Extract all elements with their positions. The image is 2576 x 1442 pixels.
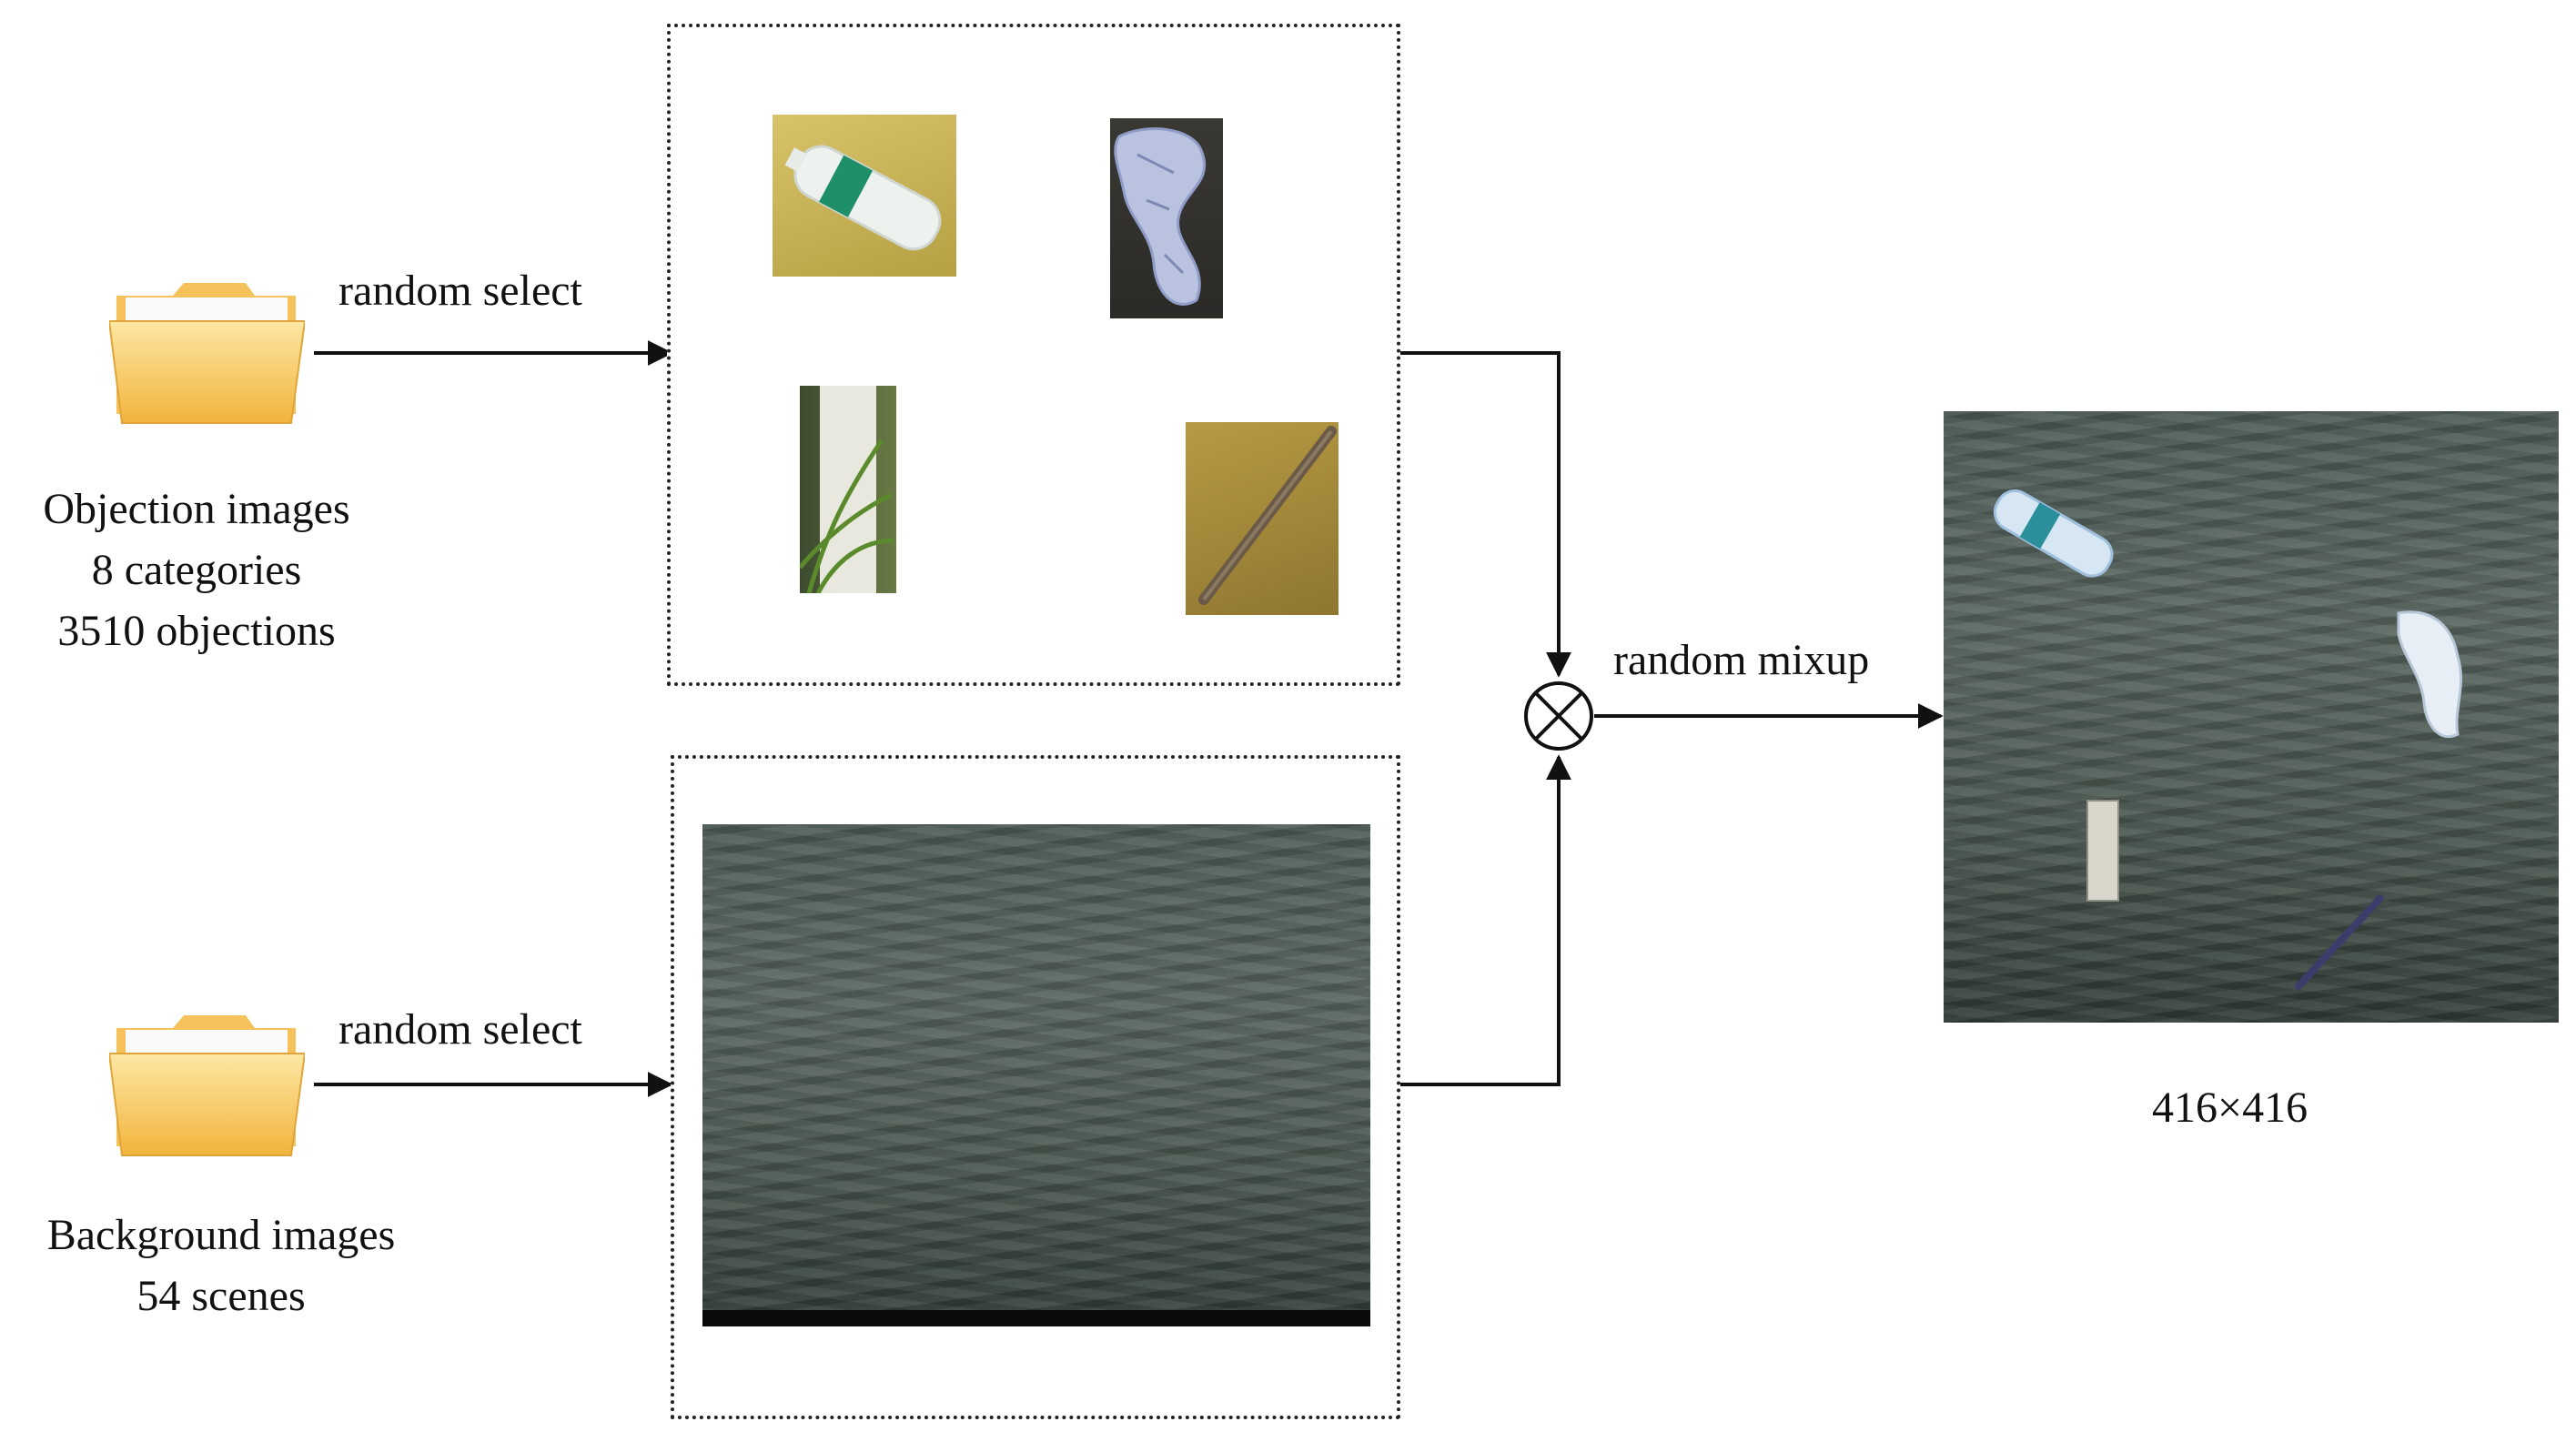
circle-x-operator-icon	[1524, 681, 1593, 751]
background-caption: Background images 54 scenes	[0, 1205, 442, 1326]
objects-caption: Objection images 8 categories 3510 objec…	[0, 479, 393, 661]
objects-caption-line-3: 3510 objections	[57, 607, 336, 655]
background-sample-box	[671, 755, 1400, 1419]
output-bottle-object	[1993, 489, 2114, 578]
background-image-footer-bar	[702, 1310, 1370, 1326]
object-bottle-image	[773, 115, 956, 277]
arrow-background-to-mixup	[1399, 754, 1571, 1086]
objects-sample-box	[667, 24, 1400, 686]
objects-caption-line-1: Objection images	[43, 485, 350, 533]
output-size-label: 416×416	[2152, 1084, 2308, 1132]
objects-caption-line-2: 8 categories	[91, 546, 302, 594]
object-bag-image	[1110, 118, 1223, 318]
background-caption-line-2: 54 scenes	[136, 1272, 306, 1320]
objects-arrow-label: random select	[338, 267, 582, 315]
background-arrow-label: random select	[338, 1005, 582, 1054]
objects-folder-icon	[109, 277, 305, 428]
output-bag-object	[2397, 610, 2462, 738]
object-stick-image	[1186, 422, 1339, 615]
background-folder-icon	[109, 1010, 305, 1160]
arrow-objects-to-mixup	[1399, 351, 1571, 678]
object-foam-image	[800, 386, 896, 593]
background-water-image	[702, 824, 1370, 1326]
output-stick-object	[2295, 894, 2384, 990]
background-caption-line-1: Background images	[46, 1211, 396, 1259]
output-foam-object	[2086, 800, 2119, 902]
mixup-label: random mixup	[1613, 636, 1870, 684]
output-mixed-image	[1944, 411, 2559, 1023]
